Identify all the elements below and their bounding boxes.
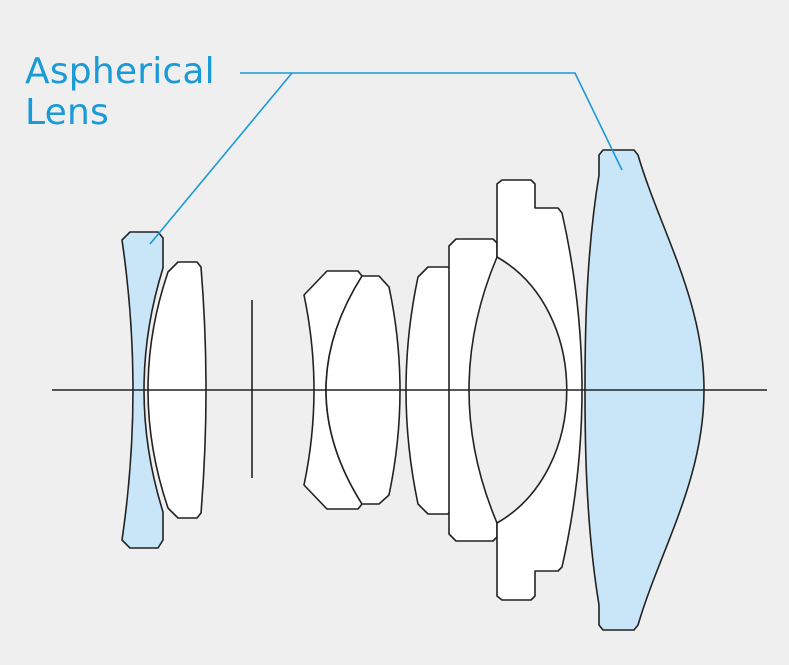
- aspherical-lens-label: Aspherical Lens: [25, 51, 215, 133]
- lens-element-6: [448, 238, 498, 542]
- leader-line-rear: [240, 72, 623, 171]
- label-line-1: Aspherical: [25, 51, 215, 92]
- lens-element-7: [496, 179, 583, 601]
- label-line-2: Lens: [25, 92, 109, 133]
- leader-line-front: [149, 72, 293, 245]
